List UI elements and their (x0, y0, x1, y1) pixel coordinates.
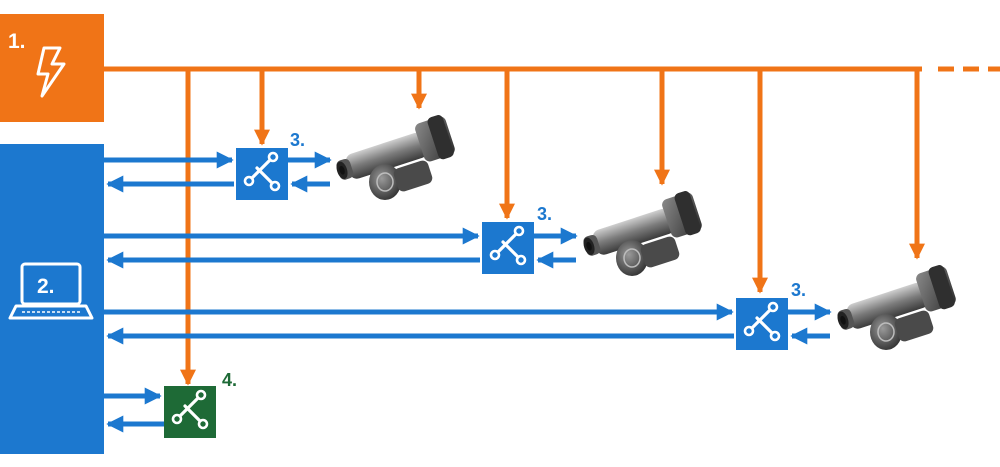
safety-switch-label: 4. (222, 370, 237, 390)
switch-3 (736, 298, 788, 350)
signal-lines (104, 151, 832, 433)
laptop-icon (8, 262, 94, 320)
power-feed-lines (179, 69, 926, 386)
actuator-2 (576, 188, 705, 277)
safety-switch (164, 386, 216, 438)
switch-3-label: 3. (791, 280, 806, 300)
power-supply-label: 1. (8, 30, 26, 53)
switch-1-label: 3. (290, 130, 305, 150)
lightning-icon (36, 46, 66, 98)
linear-actuator-image (576, 188, 705, 277)
control-computer-label: 2. (37, 275, 55, 298)
actuator-3 (830, 262, 959, 351)
power-supply-block: 1. (0, 14, 104, 122)
linear-actuator-image (329, 112, 458, 201)
switch-1 (236, 148, 288, 200)
linear-actuator-image (830, 262, 959, 351)
switch-2-label: 3. (537, 204, 552, 224)
control-computer-block: 2. (0, 144, 104, 454)
actuator-1 (329, 112, 458, 201)
switch-2 (482, 222, 534, 274)
